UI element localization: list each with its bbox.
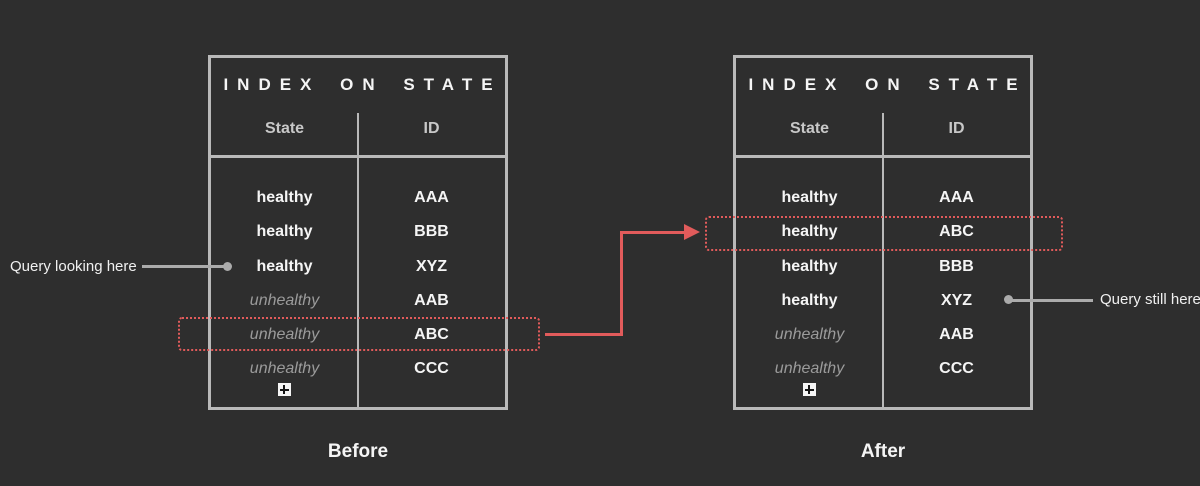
annotation-line bbox=[1008, 299, 1093, 302]
move-arrow-head-icon bbox=[684, 224, 700, 240]
column-header-state: State bbox=[264, 120, 305, 137]
column-header-row: State ID bbox=[736, 120, 1030, 138]
cell-state: unhealthy bbox=[249, 360, 320, 377]
header-separator bbox=[211, 155, 505, 158]
table-row: unhealthy CCC bbox=[211, 356, 505, 382]
cell-id: BBB bbox=[414, 223, 449, 240]
cell-state: unhealthy bbox=[774, 326, 845, 343]
caption-after: After bbox=[860, 441, 906, 462]
cell-state: healthy bbox=[781, 223, 838, 240]
table-row: healthy BBB bbox=[736, 254, 1030, 280]
cell-id: AAA bbox=[939, 189, 974, 206]
table-title: INDEX ON STATE bbox=[223, 75, 502, 94]
move-arrow-segment bbox=[545, 333, 622, 336]
cell-id: XYZ bbox=[940, 292, 973, 309]
highlight-box-before bbox=[178, 317, 540, 351]
move-arrow-segment bbox=[620, 231, 623, 336]
cell-state: healthy bbox=[781, 292, 838, 309]
table-row: unhealthy CCC bbox=[736, 356, 1030, 382]
cell-state: healthy bbox=[256, 258, 313, 275]
cell-id: ABC bbox=[939, 223, 974, 240]
index-table-before: INDEX ON STATE State ID healthy AAA heal… bbox=[208, 55, 508, 410]
annotation-line bbox=[142, 265, 224, 268]
column-header-row: State ID bbox=[211, 120, 505, 138]
table-row-highlighted: unhealthy ABC bbox=[211, 322, 505, 348]
annotation-query-after: Query still here bbox=[1100, 291, 1200, 308]
cell-state: unhealthy bbox=[249, 326, 320, 343]
cell-state: healthy bbox=[781, 189, 838, 206]
table-row: healthy XYZ bbox=[211, 254, 505, 280]
header-separator bbox=[736, 155, 1030, 158]
table-row: unhealthy AAB bbox=[211, 288, 505, 314]
cell-id: AAB bbox=[939, 326, 974, 343]
cell-id: XYZ bbox=[415, 258, 448, 275]
annotation-query-before: Query looking here bbox=[10, 258, 137, 275]
cell-id: CCC bbox=[414, 360, 449, 377]
table-row: healthy AAA bbox=[736, 185, 1030, 211]
highlight-box-after bbox=[705, 216, 1063, 251]
cell-id: BBB bbox=[939, 258, 974, 275]
add-rows-icon bbox=[802, 383, 816, 396]
column-divider bbox=[356, 113, 360, 407]
column-header-state: State bbox=[789, 120, 830, 137]
cell-state: unhealthy bbox=[774, 360, 845, 377]
annotation-dot-icon bbox=[223, 262, 232, 271]
cell-id: AAB bbox=[414, 292, 449, 309]
column-header-id: ID bbox=[423, 120, 440, 137]
cell-state: healthy bbox=[256, 223, 313, 240]
cell-id: ABC bbox=[414, 326, 449, 343]
table-row-highlighted: healthy ABC bbox=[736, 219, 1030, 245]
table-title: INDEX ON STATE bbox=[748, 75, 1027, 94]
add-rows-icon bbox=[277, 383, 291, 396]
cell-state: healthy bbox=[256, 189, 313, 206]
caption-before: Before bbox=[327, 441, 389, 462]
column-divider bbox=[881, 113, 885, 407]
cell-id: AAA bbox=[414, 189, 449, 206]
table-row: healthy BBB bbox=[211, 219, 505, 245]
cell-state: healthy bbox=[781, 258, 838, 275]
index-table-after: INDEX ON STATE State ID healthy AAA heal… bbox=[733, 55, 1033, 410]
move-arrow-segment bbox=[620, 231, 686, 234]
cell-id: CCC bbox=[939, 360, 974, 377]
cell-state: unhealthy bbox=[249, 292, 320, 309]
column-header-id: ID bbox=[948, 120, 965, 137]
table-row: healthy XYZ bbox=[736, 288, 1030, 314]
table-row: healthy AAA bbox=[211, 185, 505, 211]
table-row: unhealthy AAB bbox=[736, 322, 1030, 348]
